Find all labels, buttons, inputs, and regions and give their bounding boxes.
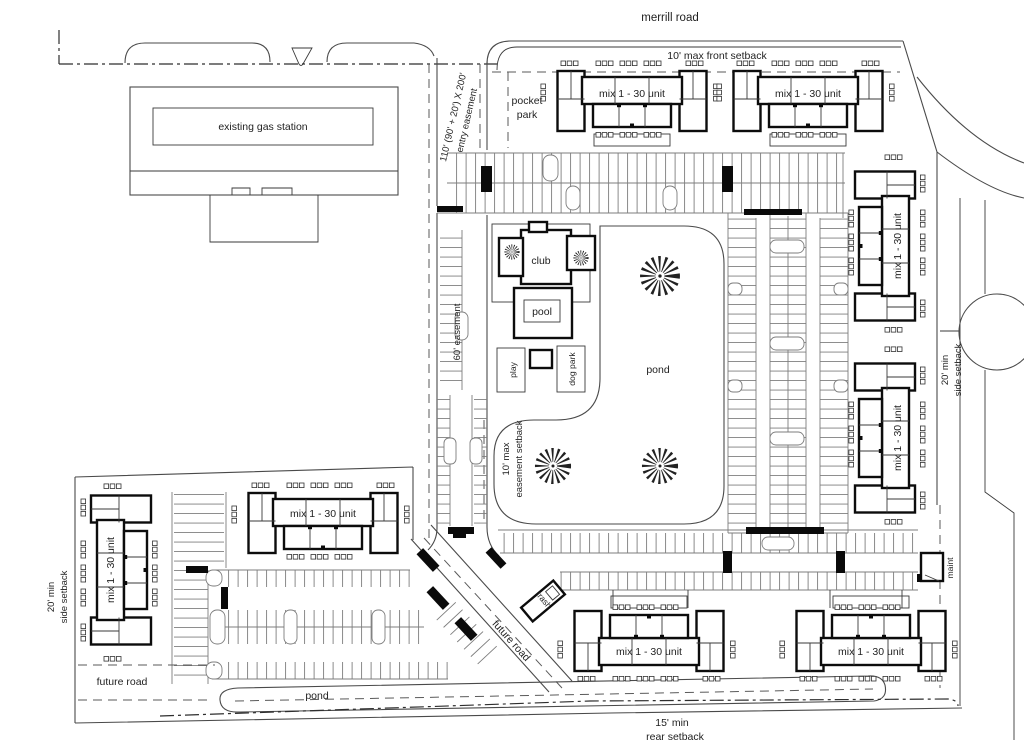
side-setback-right-label: 20' min side setback <box>940 343 964 396</box>
southwest-parcel <box>74 466 448 723</box>
easement-60-label: 60' easement <box>452 303 463 360</box>
easement-setback-label-line2: easement setback <box>514 420 525 497</box>
play-label: play <box>508 361 518 377</box>
pocket-park-label-line2: park <box>517 109 538 121</box>
building-south-1 <box>558 605 735 681</box>
building-label-north-1: mix 1 - 30 unit <box>599 88 665 100</box>
building-label-southwest: mix 1 - 30 unit <box>290 508 356 520</box>
fountain-symbol <box>543 456 564 477</box>
pond-label-main: pond <box>646 364 670 376</box>
central-pond <box>493 225 725 525</box>
south-pond-strip <box>74 675 963 724</box>
side-setback-left-line1: 20' min <box>46 582 57 612</box>
east-parking-field <box>727 212 849 534</box>
building-label-south-1: mix 1 - 30 unit <box>616 646 682 658</box>
building-label-east-2: mix 1 - 30 unit <box>892 405 904 471</box>
building-west <box>81 484 157 661</box>
club-label: club <box>531 255 550 267</box>
easement-setback-label-line1: 10' max <box>501 442 512 475</box>
side-setback-right-line1: 20' min <box>940 355 951 385</box>
side-setback-right-line2: side setback <box>953 343 964 396</box>
building-label-north-2: mix 1 - 30 unit <box>775 88 841 100</box>
front-setback-label: 10' max front setback <box>667 50 767 62</box>
entry-drive <box>427 58 500 557</box>
gas-station-parcel <box>129 86 399 243</box>
apartment-buildings <box>81 61 957 681</box>
north-parking-band <box>437 152 845 218</box>
tree-symbol <box>508 248 517 257</box>
future-road-label-diagonal: future road <box>490 618 533 664</box>
merrill-road-label: merrill road <box>641 12 699 24</box>
building-label-south-2: mix 1 - 30 unit <box>838 646 904 658</box>
future-road-label-west: future road <box>97 676 148 688</box>
rear-setback-label-line1: 15' min <box>655 717 689 729</box>
pond-label-south: pond <box>305 690 329 702</box>
rear-setback-label-line2: rear setback <box>646 731 705 743</box>
trash-enclosure <box>519 578 567 624</box>
building-east-1 <box>849 155 925 332</box>
building-label-east-1: mix 1 - 30 unit <box>892 213 904 279</box>
diagonal-future-road <box>410 524 573 693</box>
pool-label: pool <box>532 306 552 318</box>
building-east-2 <box>849 347 925 524</box>
building-label-west: mix 1 - 30 unit <box>105 537 117 603</box>
side-setback-left-line2: side setback <box>59 570 70 623</box>
maintenance-building <box>919 551 945 583</box>
side-setback-left-label: 20' min side setback <box>46 570 70 623</box>
dog-park-label: dog park <box>567 352 577 386</box>
tree-symbol <box>577 254 586 263</box>
crosswalk-bars <box>128 166 922 641</box>
easement-setback-label: 10' max easement setback <box>501 420 525 497</box>
clubhouse-area <box>491 220 597 393</box>
building-southwest <box>232 483 409 559</box>
maint-label: maint <box>945 557 955 579</box>
fountain-symbol <box>650 456 671 477</box>
south-parking-band <box>498 529 918 608</box>
entry-easement-label: 110' (90' + 20') X 200' entry easement <box>438 72 480 163</box>
pocket-park-label-line1: pocket <box>512 95 543 107</box>
gas-station-label: existing gas station <box>218 121 307 133</box>
east-boundary <box>902 40 1024 740</box>
building-south-2 <box>780 605 957 681</box>
fountain-symbol <box>648 264 671 287</box>
